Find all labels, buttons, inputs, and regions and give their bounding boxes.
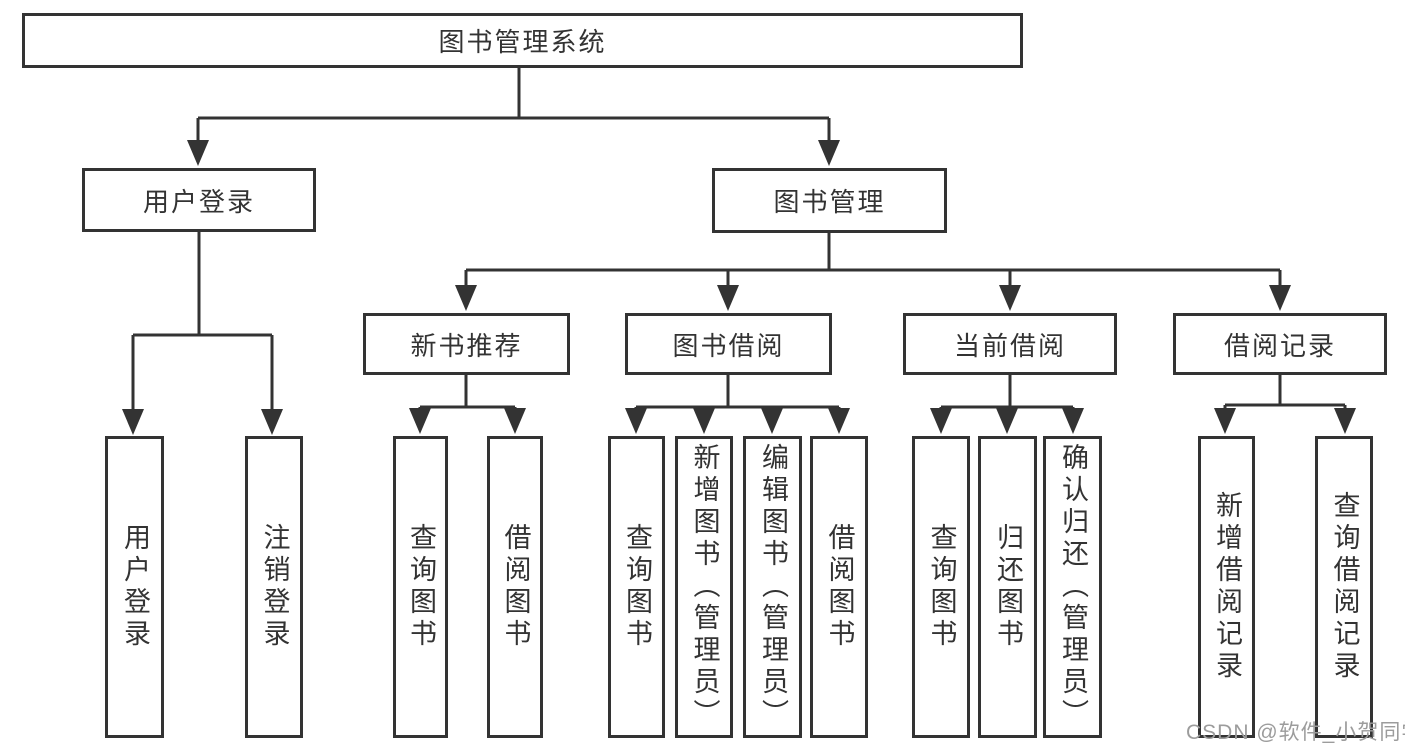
arrowheads: [122, 140, 1356, 435]
node-leaf-query-books-2: 查询图书: [608, 436, 665, 738]
node-leaf-confirm-return-admin: 确认归还（管理员）: [1043, 436, 1102, 738]
node-leaf-borrow-books-2: 借阅图书: [810, 436, 868, 738]
node-label: 当前借阅: [953, 330, 1066, 361]
arrow-icon: [1062, 408, 1084, 434]
node-leaf-logout: 注销登录: [245, 436, 303, 738]
node-leaf-add-borrow-record: 新增借阅记录: [1198, 436, 1255, 738]
node-label: 用户登录: [142, 186, 255, 217]
arrow-icon: [122, 409, 144, 435]
node-leaf-query-borrow-record: 查询借阅记录: [1315, 436, 1373, 738]
node-user-login: 用户登录: [82, 168, 316, 232]
node-new-book-recommend: 新书推荐: [363, 313, 570, 375]
node-borrowing-records: 借阅记录: [1173, 313, 1387, 375]
node-label: 图书管理系统: [438, 27, 607, 57]
node-leaf-query-books-3: 查询图书: [912, 436, 970, 738]
node-label: 用户登录: [120, 523, 150, 651]
node-label: 注销登录: [259, 523, 290, 651]
arrow-icon: [930, 408, 952, 434]
node-current-borrowing: 当前借阅: [903, 313, 1117, 375]
node-label: 查询图书: [622, 523, 652, 651]
arrow-icon: [693, 408, 715, 434]
arrow-icon: [625, 408, 647, 434]
node-leaf-return-books: 归还图书: [978, 436, 1037, 738]
arrow-icon: [818, 140, 840, 166]
node-leaf-query-books-1: 查询图书: [393, 436, 448, 738]
node-label: 图书借阅: [672, 330, 785, 361]
node-label: 编辑图书（管理员）: [758, 443, 788, 731]
arrow-icon: [999, 285, 1021, 311]
node-label: 查询借阅记录: [1329, 491, 1360, 683]
arrow-icon: [1269, 285, 1291, 311]
node-leaf-borrow-books-1: 借阅图书: [487, 436, 543, 738]
arrow-icon: [261, 409, 283, 435]
arrow-icon: [761, 408, 783, 434]
node-leaf-user-login: 用户登录: [105, 436, 164, 738]
node-leaf-edit-books-admin: 编辑图书（管理员）: [743, 436, 802, 738]
arrow-icon: [409, 408, 431, 434]
node-label: 查询图书: [926, 523, 957, 651]
node-book-management: 图书管理: [712, 168, 947, 233]
node-label: 新书推荐: [410, 330, 523, 361]
node-label: 归还图书: [993, 523, 1023, 651]
csdn-watermark: CSDN @软件_小贺同学: [1186, 721, 1405, 744]
arrow-icon: [1214, 408, 1236, 434]
arrow-icon: [828, 408, 850, 434]
node-label: 图书管理: [773, 187, 886, 217]
arrow-icon: [187, 140, 209, 166]
arrow-icon: [996, 408, 1018, 434]
node-label: 新增借阅记录: [1212, 491, 1242, 683]
arrow-icon: [455, 285, 477, 311]
node-leaf-add-books-admin: 新增图书（管理员）: [675, 436, 733, 738]
node-book-borrowing: 图书借阅: [625, 313, 832, 375]
arrow-icon: [717, 285, 739, 311]
node-label: 确认归还（管理员）: [1058, 443, 1088, 731]
node-label: 借阅记录: [1223, 330, 1336, 361]
node-label: 查询图书: [406, 523, 436, 651]
node-label: 新增图书（管理员）: [689, 443, 720, 731]
node-label: 借阅图书: [500, 523, 531, 651]
node-label: 借阅图书: [824, 523, 855, 651]
node-library-management-system: 图书管理系统: [22, 13, 1023, 68]
arrow-icon: [1334, 408, 1356, 434]
arrow-icon: [504, 408, 526, 434]
